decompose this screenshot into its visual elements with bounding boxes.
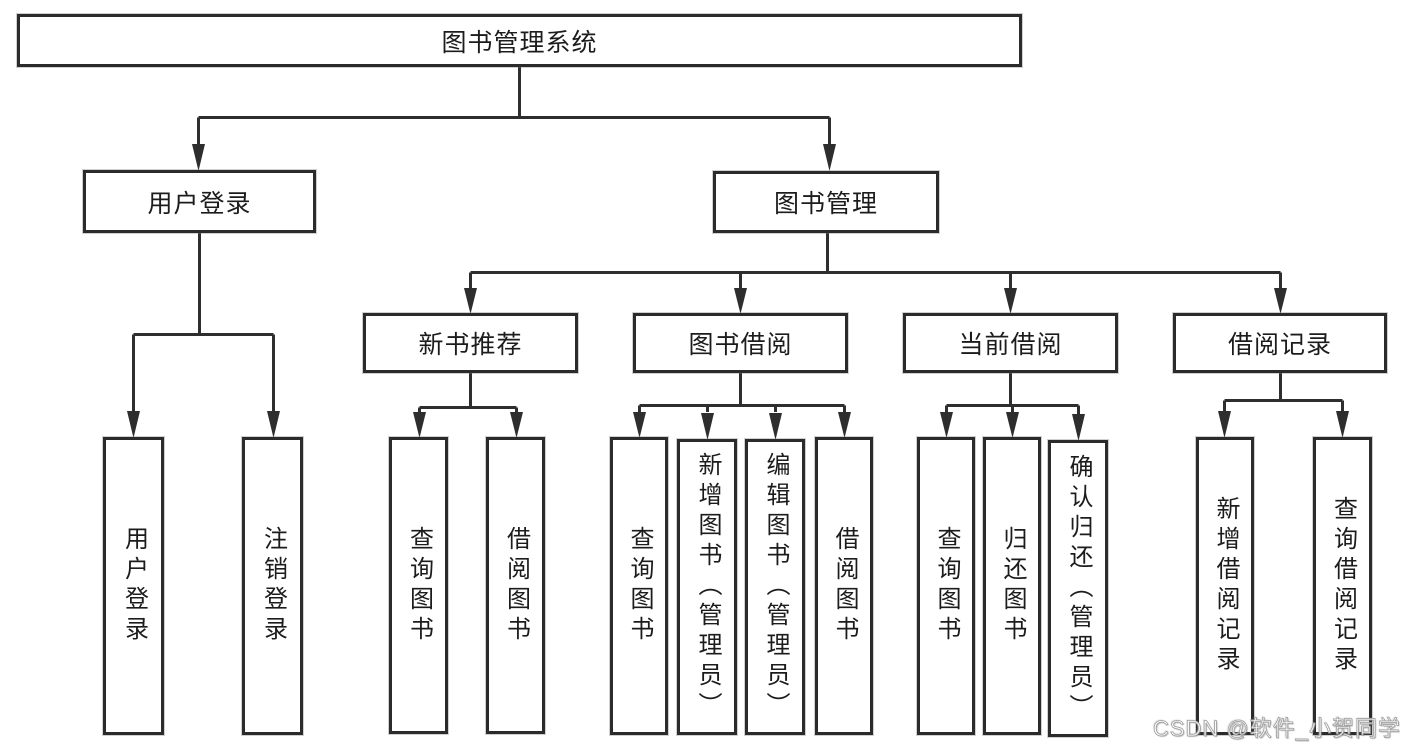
leaf-borrow-books-borrowing: 借阅图书 [815, 437, 873, 735]
leaf-query-books-current: 查询图书 [917, 437, 975, 735]
node-current-borrowing: 当前借阅 [903, 313, 1118, 373]
csdn-watermark: CSDN @软件_小贺同学 [1152, 716, 1401, 742]
node-new-book-recommend: 新书推荐 [363, 313, 578, 373]
node-book-borrowing: 图书借阅 [633, 313, 848, 373]
node-root: 图书管理系统 [17, 14, 1022, 67]
leaf-edit-books-admin: 编辑图书（管理员） [745, 439, 805, 735]
leaf-query-books-borrowing: 查询图书 [610, 437, 668, 735]
leaf-return-books: 归还图书 [983, 437, 1041, 735]
leaf-user-login: 用户登录 [103, 437, 164, 735]
node-book-management: 图书管理 [713, 171, 939, 233]
leaf-query-borrow-record: 查询借阅记录 [1313, 437, 1372, 735]
leaf-borrow-books-recommend: 借阅图书 [486, 437, 545, 734]
node-user-login: 用户登录 [83, 170, 316, 233]
leaf-query-books-recommend: 查询图书 [389, 437, 448, 734]
node-borrowing-records: 借阅记录 [1173, 313, 1387, 373]
leaf-add-books-admin: 新增图书（管理员） [677, 439, 737, 735]
leaf-confirm-return-admin: 确认归还（管理员） [1048, 440, 1108, 737]
leaf-logout: 注销登录 [242, 437, 303, 735]
leaf-add-borrow-record: 新增借阅记录 [1196, 437, 1254, 735]
